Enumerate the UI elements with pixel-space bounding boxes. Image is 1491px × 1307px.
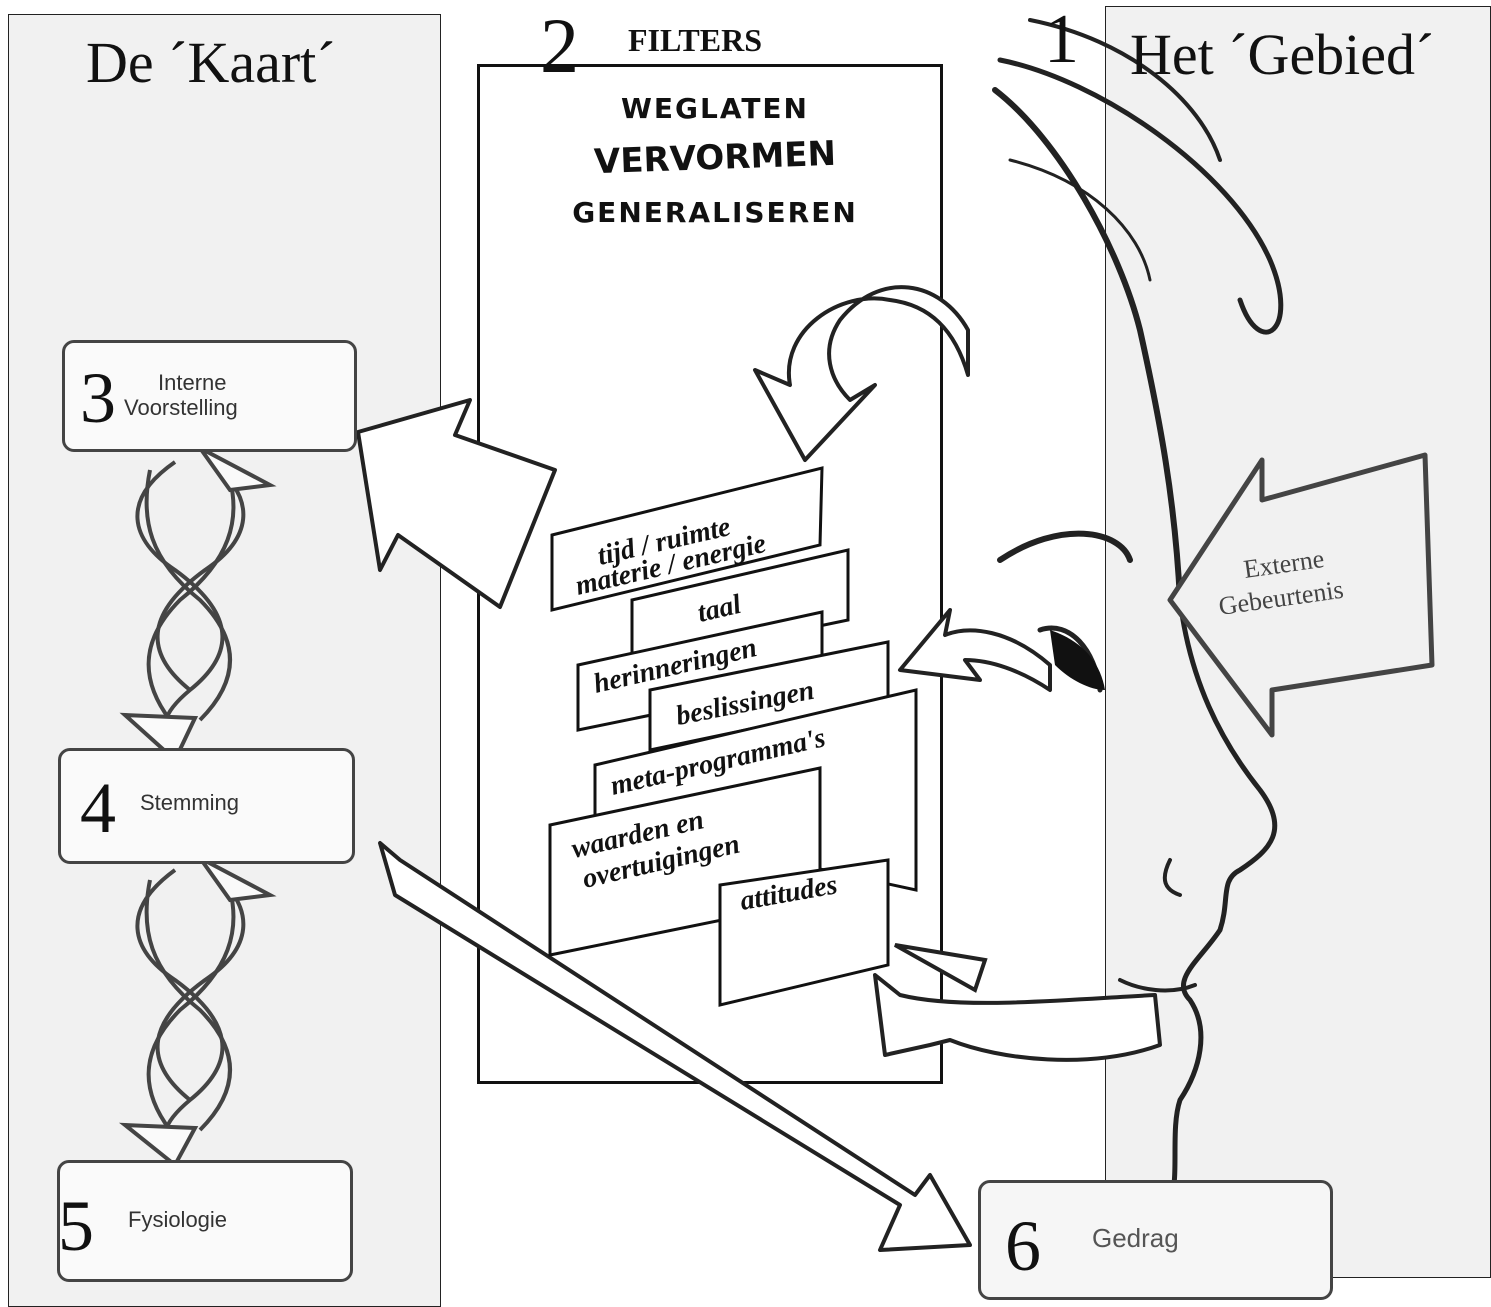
internal-representation-line2: Voorstelling [124, 396, 238, 420]
behavior-feedback-arrow-icon [875, 975, 1160, 1060]
filters-to-internal-arrow-icon [358, 400, 555, 607]
mood-label: Stemming [140, 791, 239, 815]
loop-4-5-icon [125, 858, 270, 1165]
filter-op-weglaten: WEGLATEN [485, 92, 945, 125]
physiology-number: 5 [58, 1190, 94, 1262]
internal-representation-number: 3 [80, 362, 116, 434]
behavior-label: Gedrag [1092, 1226, 1179, 1250]
external-event-number: 1 [1044, 4, 1079, 76]
filters-number: 2 [540, 10, 579, 82]
territory-panel-title: Het ´Gebied´ [1130, 22, 1434, 88]
mood-number: 4 [80, 772, 116, 844]
internal-representation-line1: Interne [158, 371, 227, 395]
incoming-curved-arrow-icon [755, 287, 968, 460]
loop-3-4-icon [125, 448, 270, 760]
physiology-label: Fysiologie [128, 1208, 227, 1232]
filters-heading: FILTERS [628, 22, 762, 59]
filter-op-generaliseren: GENERALISEREN [485, 196, 945, 229]
behavior-number: 6 [1005, 1210, 1041, 1282]
eye-to-filters-arrow-icon [900, 610, 1050, 690]
